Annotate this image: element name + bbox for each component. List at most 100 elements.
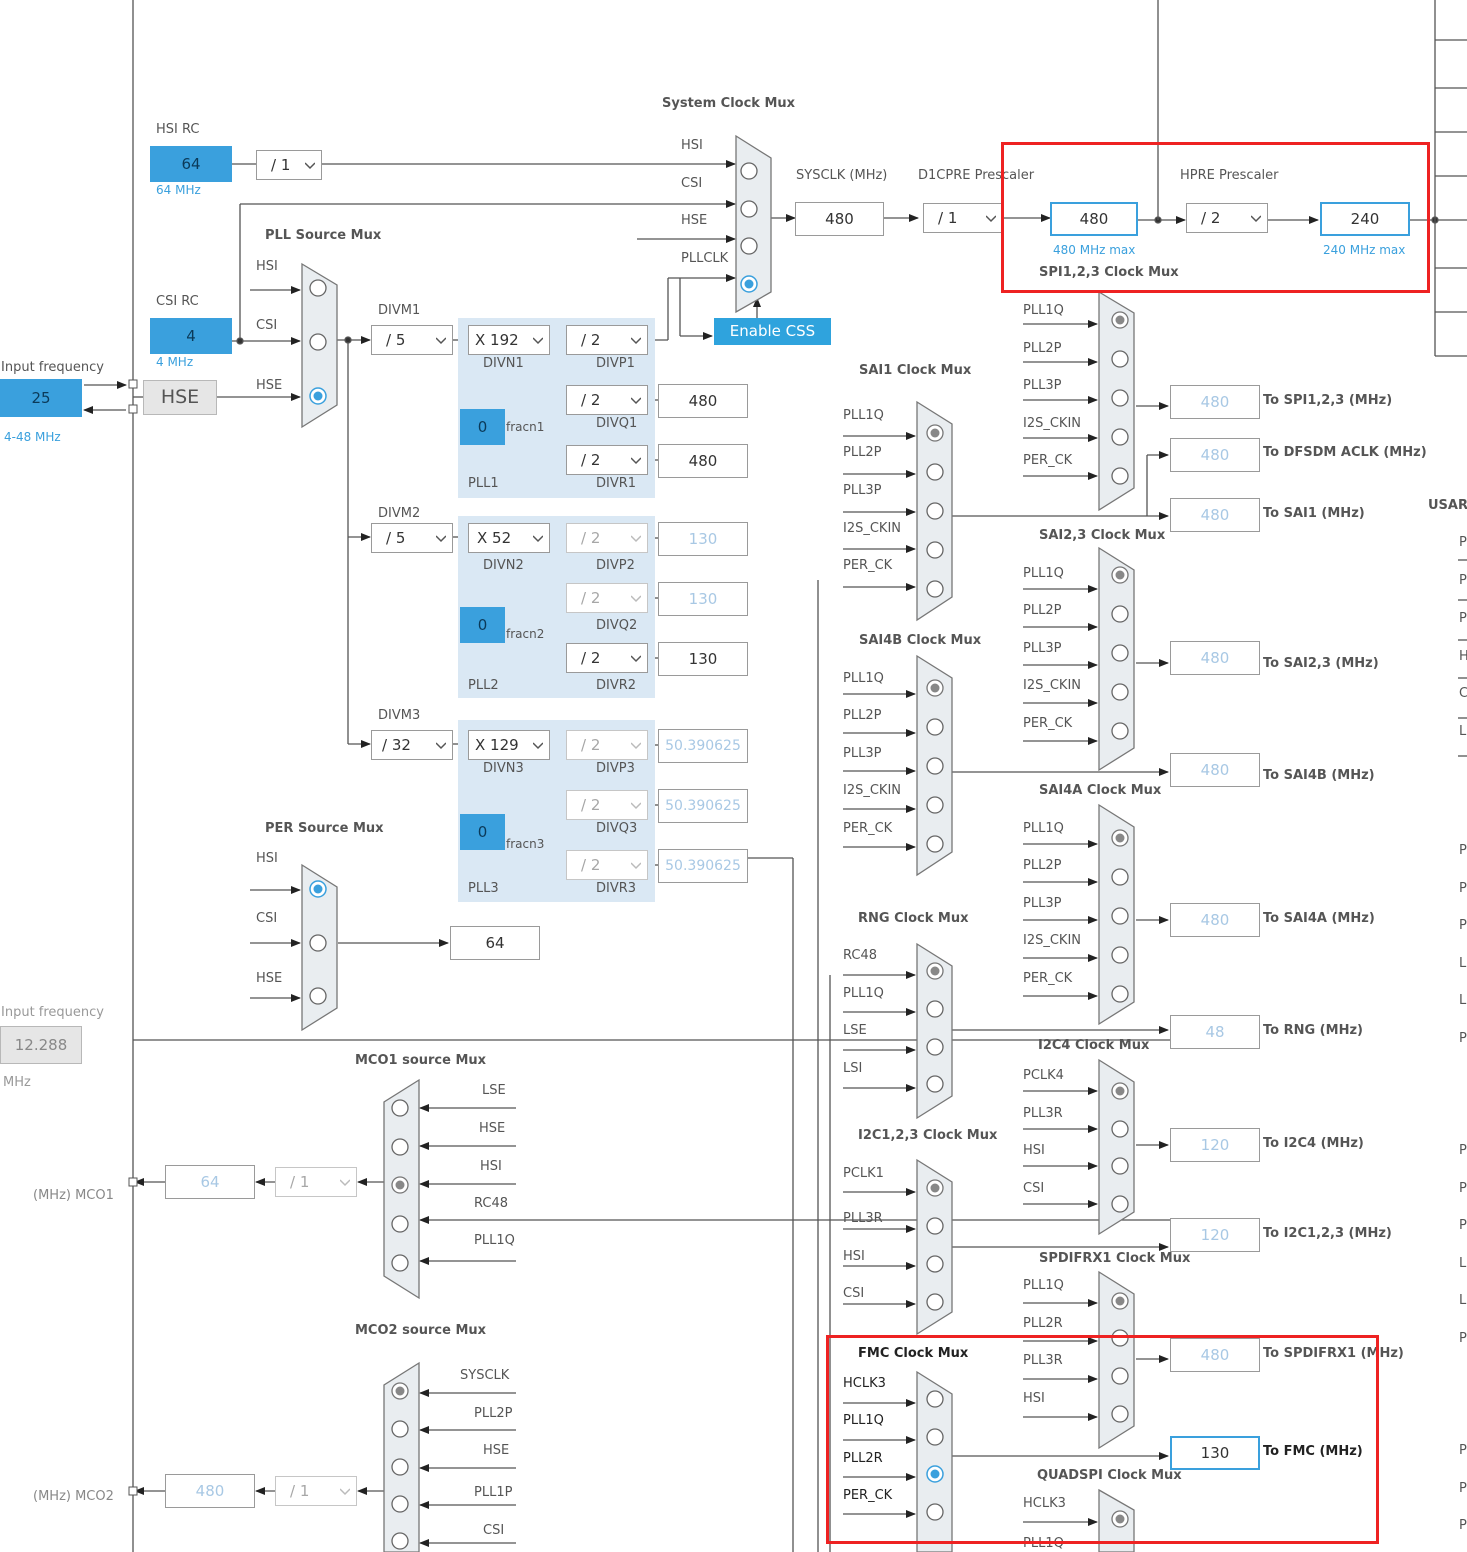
divm2-label: DIVM2 [378, 506, 421, 521]
sai4b-output-label: To SAI4B (MHz) [1263, 768, 1375, 783]
csi-rc-value[interactable]: 4 [150, 318, 232, 354]
pll1-q-output[interactable]: 480 [658, 384, 748, 418]
pll2-q-output[interactable]: 130 [658, 582, 748, 616]
divm2-select[interactable]: / 5 [371, 523, 453, 553]
i2s-input-frequency-field[interactable]: 12.288 [0, 1026, 82, 1064]
sysmux-csi-label: CSI [681, 176, 703, 191]
hsi-rc-value[interactable]: 64 [150, 146, 232, 182]
i2c123-mux-shape [916, 1158, 953, 1336]
divm3-select[interactable]: / 32 [371, 730, 453, 760]
sysclk-value[interactable]: 480 [795, 202, 884, 236]
spdif-output-value[interactable]: 480 [1170, 1338, 1260, 1372]
fmc-highlight-box [826, 1335, 1379, 1544]
divp1-label: DIVP1 [596, 356, 635, 371]
i2c4-output-value[interactable]: 120 [1170, 1128, 1260, 1162]
quadspi-clock-mux-title: QUADSPI Clock Mux [1037, 1468, 1182, 1483]
sai4b-i2sckin-label: I2S_CKIN [843, 783, 902, 798]
sai1-output-value[interactable]: 480 [1170, 498, 1260, 532]
d1cpre-label: D1CPRE Prescaler [918, 168, 1035, 183]
per-ck-output[interactable]: 64 [450, 926, 540, 960]
d1cpre-select[interactable]: / 1 [923, 203, 1003, 233]
fracn1-field[interactable]: 0 [460, 409, 505, 445]
divr2-value: / 2 [581, 649, 601, 667]
pll-src-hsi-label: HSI [256, 259, 278, 274]
i2c4-csi-label: CSI [1023, 1181, 1045, 1196]
right-edge-letter: L [1459, 724, 1467, 739]
fracn3-field[interactable]: 0 [460, 814, 505, 850]
divp3-select[interactable]: / 2 [566, 730, 648, 760]
pll1-r-output[interactable]: 480 [658, 444, 748, 478]
pll-src-csi-label: CSI [256, 318, 278, 333]
divp2-label: DIVP2 [596, 558, 635, 573]
divp3-label: DIVP3 [596, 761, 635, 776]
divn3-value: X 129 [475, 736, 519, 754]
mco2-hse-label: HSE [483, 1443, 510, 1458]
i2c123-pclk1-label: PCLK1 [843, 1166, 884, 1181]
pll2-p-output[interactable]: 130 [658, 522, 748, 556]
divr3-select[interactable]: / 2 [566, 850, 648, 880]
divm1-select[interactable]: / 5 [371, 325, 453, 355]
rng-lse-label: LSE [843, 1023, 867, 1038]
pll3-r-output[interactable]: 50.390625 [658, 849, 748, 883]
divq3-select[interactable]: / 2 [566, 790, 648, 820]
enable-css-button[interactable]: Enable CSS [714, 318, 831, 345]
fracn2-label: fracn2 [506, 627, 545, 641]
mco1-output[interactable]: 64 [165, 1165, 255, 1199]
spdif-mux-shape [1098, 1270, 1135, 1450]
pll2-r-output[interactable]: 130 [658, 642, 748, 676]
fracn2-field[interactable]: 0 [460, 607, 505, 643]
sai23-output-value[interactable]: 480 [1170, 641, 1260, 675]
fmc-hclk3-label: HCLK3 [843, 1376, 886, 1391]
sai4a-perck-label: PER_CK [1023, 971, 1073, 986]
prescaler-highlight-box [1001, 142, 1430, 293]
hse-input-frequency-field[interactable]: 25 [0, 379, 82, 417]
divn2-select[interactable]: X 52 [468, 523, 550, 553]
divr2-label: DIVR2 [596, 678, 637, 693]
per-src-csi-label: CSI [256, 911, 278, 926]
rng-output-label: To RNG (MHz) [1263, 1023, 1363, 1038]
pll-source-mux-title: PLL Source Mux [265, 228, 382, 243]
divn1-select[interactable]: X 192 [468, 325, 550, 355]
mco2-output[interactable]: 480 [165, 1474, 255, 1508]
divn1-label: DIVN1 [483, 356, 524, 371]
hpre-select[interactable]: / 2 [1186, 203, 1268, 233]
mco1-hse-label: HSE [479, 1121, 506, 1136]
hsi-divider-select[interactable]: / 1 [256, 150, 322, 180]
chevron-down-icon [1251, 215, 1261, 223]
i2c123-clock-mux-title: I2C1,2,3 Clock Mux [858, 1128, 998, 1143]
sai4b-output-value[interactable]: 480 [1170, 753, 1260, 787]
mco2-csi-label: CSI [483, 1523, 505, 1538]
chevron-down-icon [631, 742, 641, 750]
fmc-mux-shape [916, 1370, 953, 1552]
divp2-select[interactable]: / 2 [566, 523, 648, 553]
rng-output-value[interactable]: 48 [1170, 1015, 1260, 1049]
dfsdm-output-value[interactable]: 480 [1170, 438, 1260, 472]
divq1-select[interactable]: / 2 [566, 385, 648, 415]
i2c123-output-value[interactable]: 120 [1170, 1218, 1260, 1252]
i2s-input-unit: MHz [3, 1075, 31, 1090]
pll3-p-output[interactable]: 50.390625 [658, 729, 748, 763]
divn1-value: X 192 [475, 331, 519, 349]
divn3-select[interactable]: X 129 [468, 730, 550, 760]
divq2-label: DIVQ2 [596, 618, 638, 633]
i2c4-mux-shape [1098, 1058, 1135, 1236]
chevron-down-icon [533, 742, 543, 750]
divp3-value: / 2 [581, 736, 601, 754]
hpre-output-value[interactable]: 240 [1320, 202, 1410, 236]
hpre-label: HPRE Prescaler [1180, 168, 1279, 183]
right-edge-letter: P [1459, 1518, 1467, 1533]
pll2-label: PLL2 [468, 678, 499, 693]
pll3-q-output[interactable]: 50.390625 [658, 789, 748, 823]
divr1-select[interactable]: / 2 [566, 445, 648, 475]
spi-output-value[interactable]: 480 [1170, 385, 1260, 419]
divr2-select[interactable]: / 2 [566, 643, 648, 673]
i2c123-output-label: To I2C1,2,3 (MHz) [1263, 1226, 1392, 1241]
divp1-select[interactable]: / 2 [566, 325, 648, 355]
mco2-divider-select[interactable]: / 1 [275, 1476, 357, 1506]
fmc-pll2r-label: PLL2R [843, 1451, 883, 1466]
divq2-select[interactable]: / 2 [566, 583, 648, 613]
d1cpre-output-value[interactable]: 480 [1050, 202, 1138, 236]
sai4a-output-value[interactable]: 480 [1170, 903, 1260, 937]
mco1-divider-select[interactable]: / 1 [275, 1167, 357, 1197]
fmc-output-value[interactable]: 130 [1170, 1436, 1260, 1470]
